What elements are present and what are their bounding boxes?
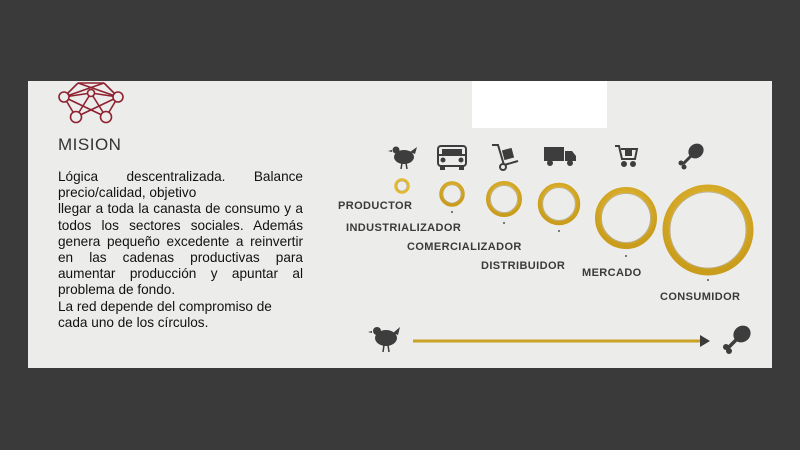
shopping-cart-icon [615,145,639,167]
ring-distribuidor [537,182,581,226]
blank-panel [472,81,607,128]
ring-industrializador [439,181,465,207]
stage-label-consumidor: CONSUMIDOR [660,291,740,303]
stage-label-industrializador: INDUSTRIALIZADOR [346,222,461,234]
stage-label-distribuidor: DISTRIBUIDOR [481,260,565,272]
truck-front-icon [437,145,467,170]
stage-label-comercializador: COMERCIALIZADOR [407,241,522,253]
delivery-truck-icon [544,147,576,166]
hand-truck-icon [492,144,519,171]
ring-comercializador [486,181,522,217]
mission-paragraph: La red depende del compromiso de cada un… [58,298,272,330]
mission-title: MISION [58,135,122,154]
flow-arrowhead [700,335,710,347]
ring-consumidor [662,184,754,276]
flow-end-chicken-leg-icon [723,325,751,354]
mission-paragraph: llegar a toda la canasta de consumo y a … [58,201,303,298]
network-logo-icon [58,82,124,124]
supply-chain-diagram: PRODUCTOR INDUSTRIALIZADOR COMERCIALIZAD… [338,143,754,354]
hen-icon [388,146,417,170]
flow-start-hen-icon [368,327,400,353]
mission-paragraph: Lógica descentralizada. Balance precio/c… [58,169,303,201]
chicken-leg-icon [678,143,704,170]
slide: MISION Lógica descentralizada. Balance p… [28,81,772,368]
stage-label-productor: PRODUCTOR [338,200,412,212]
stage-label-mercado: MERCADO [582,267,642,279]
ring-productor [394,178,410,194]
mission-text: Lógica descentralizada. Balance precio/c… [58,169,303,331]
ring-mercado [595,187,657,249]
